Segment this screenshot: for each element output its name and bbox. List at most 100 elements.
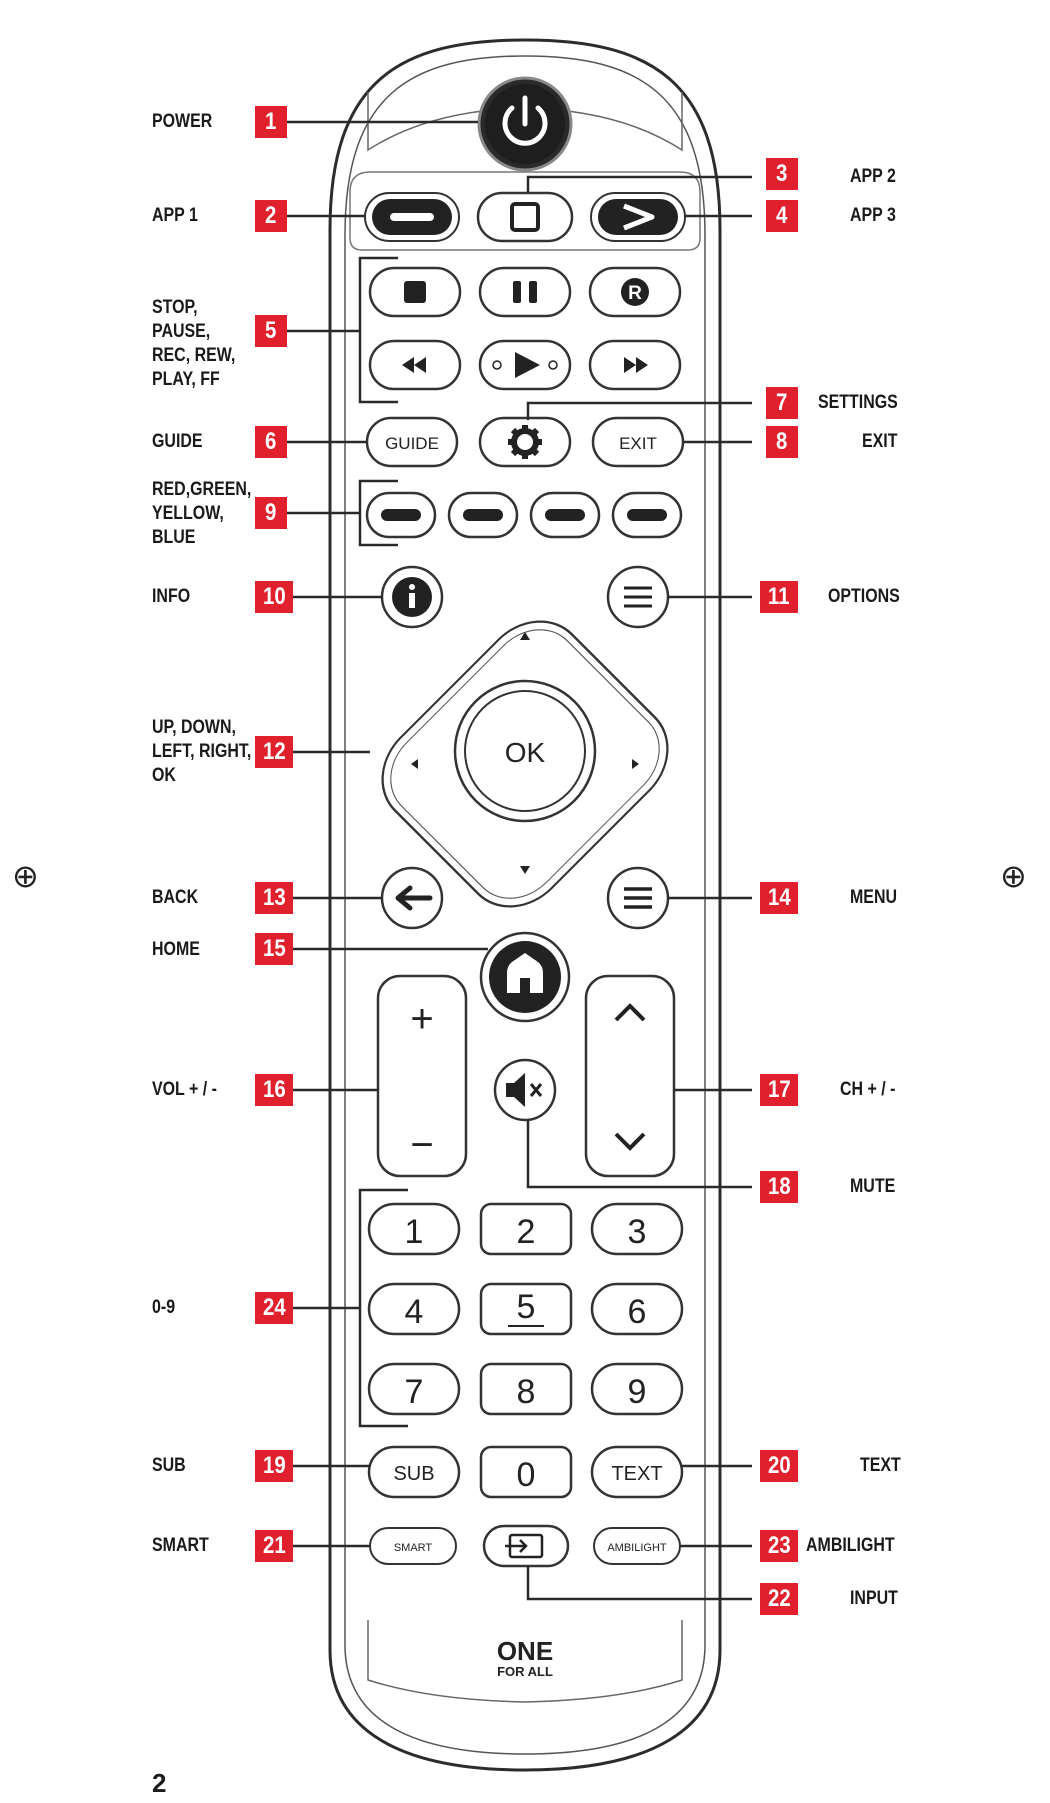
- key-3-label: 3: [628, 1213, 647, 1251]
- label-ambilight: AMBILIGHT: [806, 1535, 895, 1556]
- blue-button[interactable]: [611, 491, 683, 539]
- key-6-label: 6: [628, 1293, 647, 1331]
- label-guide: GUIDE: [152, 431, 203, 452]
- label-sub: SUB: [152, 1455, 186, 1476]
- badge-24: 24: [255, 1292, 293, 1324]
- badge-17: 17: [760, 1074, 798, 1106]
- label-app2: APP 2: [850, 166, 896, 187]
- pause-icon: [513, 281, 521, 303]
- app1-button[interactable]: [364, 192, 460, 242]
- back-arrow-icon: [395, 885, 433, 911]
- channel-rocker[interactable]: [584, 974, 676, 1178]
- input-button[interactable]: [482, 1524, 570, 1568]
- badge-2: 2: [255, 200, 287, 232]
- app-bar-frame: [349, 171, 701, 251]
- key-2[interactable]: 2: [479, 1202, 573, 1256]
- play-button[interactable]: [478, 339, 572, 391]
- label-back: BACK: [152, 887, 199, 908]
- key-7[interactable]: 7: [367, 1362, 461, 1416]
- power-icon: [502, 105, 548, 146]
- badge-7: 7: [766, 387, 798, 419]
- badge-11: 11: [760, 581, 798, 613]
- info-button[interactable]: [380, 565, 444, 629]
- guide-button[interactable]: GUIDE: [365, 416, 459, 468]
- volume-rocker[interactable]: + −: [376, 974, 468, 1178]
- label-numbers: 0-9: [152, 1297, 176, 1318]
- label-options: OPTIONS: [828, 586, 900, 607]
- badge-4: 4: [766, 200, 798, 232]
- label-colors: RED,GREEN,YELLOW,BLUE: [152, 479, 252, 548]
- badge-10: 10: [255, 581, 293, 613]
- play-icon: [515, 352, 540, 378]
- smart-button[interactable]: SMART: [369, 1527, 457, 1565]
- key-0[interactable]: 0: [479, 1445, 573, 1499]
- badge-20: 20: [760, 1450, 798, 1482]
- remote-inner-edge: [344, 55, 706, 1755]
- badge-12: 12: [255, 736, 293, 768]
- brand-logo: ONE FOR ALL: [497, 1636, 553, 1679]
- left-arrow-icon: [411, 759, 418, 769]
- ok-button[interactable]: OK: [453, 679, 597, 823]
- dpad[interactable]: OK: [361, 600, 688, 927]
- badge-21: 21: [255, 1530, 293, 1562]
- key-8[interactable]: 8: [479, 1362, 573, 1416]
- text-key-label: TEXT: [611, 1463, 662, 1485]
- badge-13: 13: [255, 882, 293, 914]
- label-power: POWER: [152, 111, 213, 132]
- yellow-button[interactable]: [529, 491, 601, 539]
- green-button[interactable]: [447, 491, 519, 539]
- registration-mark-left: ⊕: [12, 858, 39, 894]
- up-arrow-icon: [520, 632, 530, 640]
- home-button[interactable]: [479, 931, 571, 1023]
- badge-9: 9: [255, 497, 287, 529]
- app3-button[interactable]: [590, 192, 686, 242]
- label-volume: VOL + / -: [152, 1079, 217, 1100]
- rec-button[interactable]: R: [588, 266, 682, 318]
- mute-button[interactable]: [493, 1058, 557, 1122]
- stop-icon: [404, 281, 426, 303]
- key-4[interactable]: 4: [367, 1282, 461, 1336]
- key-5[interactable]: 5: [479, 1282, 573, 1336]
- vol-plus-label: +: [410, 997, 433, 1041]
- power-button[interactable]: [477, 76, 573, 172]
- stop-button[interactable]: [368, 266, 462, 318]
- rec-icon: [621, 278, 649, 306]
- dash-icon: [390, 213, 434, 221]
- key-3[interactable]: 3: [590, 1202, 684, 1256]
- exit-key-label: EXIT: [619, 434, 657, 453]
- badge-15: 15: [255, 933, 293, 965]
- pause-button[interactable]: [478, 266, 572, 318]
- brand-line2: FOR ALL: [497, 1664, 553, 1679]
- vol-minus-label: −: [410, 1123, 433, 1167]
- registration-mark-right: ⊕: [1000, 858, 1027, 894]
- menu-button[interactable]: [606, 866, 670, 930]
- text-button[interactable]: TEXT: [590, 1445, 684, 1499]
- rewind-button[interactable]: [368, 339, 462, 391]
- fast-forward-button[interactable]: [588, 339, 682, 391]
- badge-16: 16: [255, 1074, 293, 1106]
- sub-key-label: SUB: [393, 1463, 434, 1485]
- label-smart: SMART: [152, 1535, 209, 1556]
- red-button[interactable]: [365, 491, 437, 539]
- ambilight-button[interactable]: AMBILIGHT: [593, 1527, 681, 1565]
- key-9[interactable]: 9: [590, 1362, 684, 1416]
- options-button[interactable]: [606, 565, 670, 629]
- badge-3: 3: [766, 158, 798, 190]
- exit-button[interactable]: EXIT: [591, 416, 685, 468]
- key-6[interactable]: 6: [590, 1282, 684, 1336]
- leader-lines: [286, 120, 752, 1601]
- brand-line1: ONE: [497, 1636, 553, 1666]
- key-4-label: 4: [405, 1293, 424, 1331]
- label-exit: EXIT: [862, 431, 898, 452]
- mute-icon: [506, 1073, 525, 1107]
- key-0-label: 0: [517, 1456, 536, 1494]
- label-home: HOME: [152, 939, 200, 960]
- settings-button[interactable]: [478, 416, 572, 468]
- key-1[interactable]: 1: [367, 1202, 461, 1256]
- key-8-label: 8: [517, 1373, 536, 1411]
- app2-button[interactable]: [476, 191, 574, 243]
- menu-icon: [624, 887, 652, 909]
- sub-button[interactable]: SUB: [367, 1445, 461, 1499]
- key-9-label: 9: [628, 1373, 647, 1411]
- back-button[interactable]: [380, 866, 444, 930]
